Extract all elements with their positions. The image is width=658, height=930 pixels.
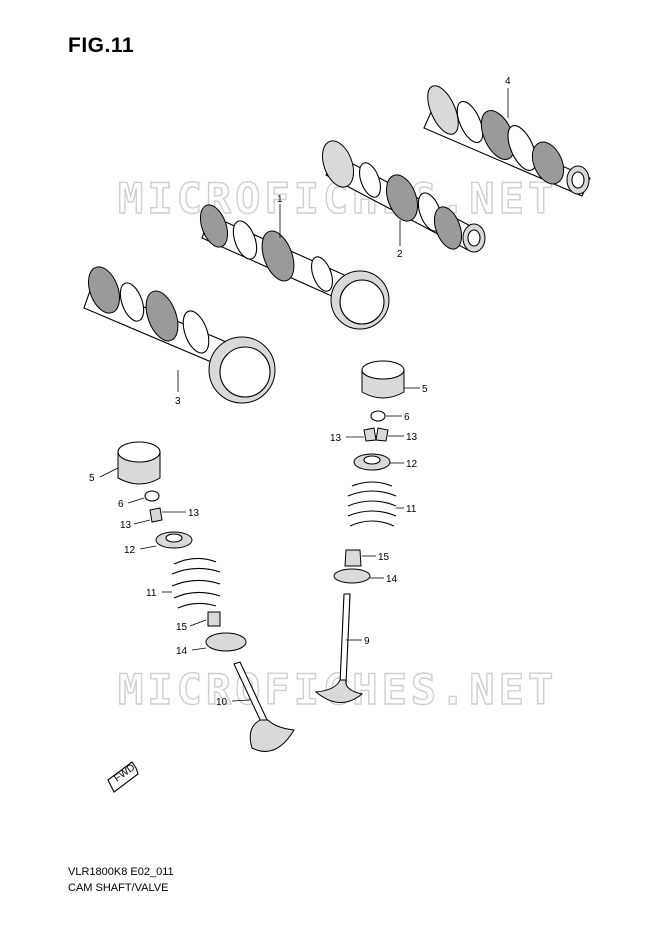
callout-5: 5 (89, 473, 95, 484)
model-code-label: VLR1800K8 E02_011 (68, 866, 174, 878)
callout-13: 13 (120, 520, 132, 531)
leader-lines (99, 88, 509, 702)
callout-13: 13 (406, 432, 418, 443)
callout-13: 13 (330, 433, 342, 444)
callout-11: 11 (146, 588, 157, 599)
callout-5: 5 (422, 384, 428, 395)
callout-13: 13 (188, 508, 200, 519)
callout-1: 1 (277, 194, 283, 205)
section-name-label: CAM SHAFT/VALVE (68, 882, 169, 894)
callout-2: 2 (397, 249, 403, 260)
callout-12: 12 (406, 459, 418, 470)
camshaft-2 (321, 140, 486, 253)
camshaft-4 (423, 85, 591, 197)
callout-12: 12 (124, 545, 136, 556)
callout-6: 6 (118, 499, 124, 510)
callout-14: 14 (386, 574, 398, 585)
callout-6: 6 (404, 412, 410, 423)
callout-10: 10 (216, 697, 228, 708)
camshaft-3 (83, 266, 276, 404)
callout-9: 9 (364, 636, 370, 647)
camshaft-1 (199, 204, 390, 330)
callout-4: 4 (505, 76, 511, 87)
valve-assembly-left (117, 441, 295, 752)
callout-15: 15 (176, 622, 188, 633)
fwd-arrow-icon: FWD (107, 761, 139, 793)
figure-title: FIG.11 (68, 34, 135, 57)
callout-14: 14 (176, 646, 188, 657)
valve-assembly-right (314, 360, 405, 703)
callout-15: 15 (378, 552, 390, 563)
callout-labels: 1 2 3 4 5 6 13 13 12 11 15 14 9 5 6 13 1… (89, 76, 511, 708)
callout-11: 11 (406, 504, 417, 515)
callout-3: 3 (175, 396, 181, 407)
